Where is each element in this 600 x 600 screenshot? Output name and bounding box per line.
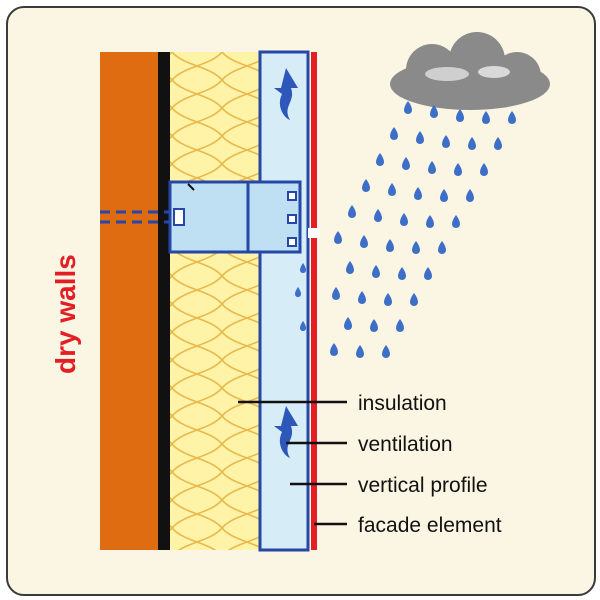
raindrop-icon — [466, 189, 474, 202]
raindrop-icon — [348, 205, 356, 218]
raindrop-icon — [362, 179, 370, 192]
raindrop-icon — [388, 183, 396, 196]
raindrop-icon — [374, 209, 382, 222]
raindrop-icon — [442, 135, 450, 148]
rain-cloud-icon — [390, 32, 550, 110]
raindrop-icon — [404, 101, 412, 114]
raindrop-icon — [508, 111, 516, 124]
air-flow-arrow-icon — [274, 68, 298, 458]
raindrop-icon — [440, 189, 448, 202]
raindrop-icon — [334, 231, 342, 244]
raindrop-icon — [452, 215, 460, 228]
insulation-layer — [170, 52, 260, 550]
raindrop-icon — [332, 287, 340, 300]
raindrop-icon — [468, 137, 476, 150]
facade-element — [311, 52, 317, 228]
raindrop-icon — [424, 267, 432, 280]
raindrop-icon — [438, 241, 446, 254]
raindrop-icon — [390, 127, 398, 140]
raindrop-icon — [482, 111, 490, 124]
masonry-wall — [100, 52, 158, 550]
raindrop-icon — [376, 153, 384, 166]
raindrop-icon — [428, 161, 436, 174]
raindrop-icon — [480, 163, 488, 176]
raindrop-icon — [416, 131, 424, 144]
raindrop-icon — [330, 343, 338, 356]
raindrop-icon — [356, 345, 364, 358]
raindrop-icon — [398, 267, 406, 280]
raindrop-icon — [410, 293, 418, 306]
raindrop-icon — [426, 215, 434, 228]
raindrop-icon — [386, 239, 394, 252]
label-insulation: insulation — [358, 392, 447, 415]
bracket — [168, 180, 302, 254]
side-label: dry walls — [50, 254, 81, 374]
facade-element-lower — [311, 238, 317, 550]
raindrop-icon — [456, 109, 464, 122]
raindrop-icon — [402, 157, 410, 170]
raindrop-icon — [494, 137, 502, 150]
raindrop-icon — [360, 235, 368, 248]
rain — [330, 101, 516, 358]
raindrop-icon — [430, 105, 438, 118]
raindrop-icon — [346, 261, 354, 274]
ventilation-gap — [258, 50, 310, 552]
raindrop-icon — [412, 241, 420, 254]
raindrop-icon — [372, 265, 380, 278]
raindrop-icon — [358, 291, 366, 304]
raindrop-icon — [414, 187, 422, 200]
raindrop-icon — [454, 163, 462, 176]
diagram-frame: dry walls insulation ventilation vertica… — [6, 6, 596, 596]
raindrop-icon — [400, 213, 408, 226]
wall-membrane — [158, 52, 170, 550]
wall-section-diagram: dry walls insulation ventilation vertica… — [50, 32, 550, 552]
raindrop-icon — [370, 319, 378, 332]
raindrop-icon — [396, 319, 404, 332]
raindrop-icon — [382, 345, 390, 358]
raindrop-icon — [384, 293, 392, 306]
raindrop-icon — [295, 263, 306, 331]
label-ventilation: ventilation — [358, 433, 453, 456]
label-facade-element: facade element — [358, 514, 502, 537]
raindrop-icon — [344, 317, 352, 330]
label-vertical-profile: vertical profile — [358, 474, 488, 497]
